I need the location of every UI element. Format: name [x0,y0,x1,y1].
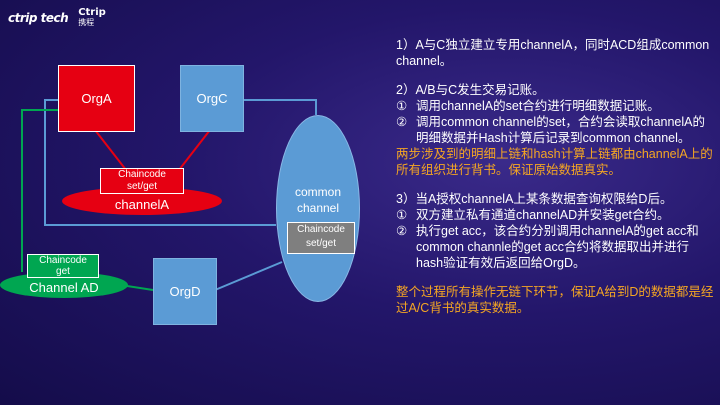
org-d-label: OrgD [169,284,201,299]
step1-text: 1）A与C独立建立专用channelA，同时ACD组成common channe… [396,38,710,68]
channel-ad-label: Channel AD [29,279,99,295]
channel-ad-ellipse: Channel AD [0,272,128,298]
common-channel-label: common channel [277,184,359,216]
common-channel-ellipse: common channel [276,115,360,302]
chaincode-common-line2: set/get [305,238,337,249]
chaincode-common-channel: Chaincode set/get [287,222,355,254]
step3-item1-number: ① [396,208,408,222]
step3-item1-text: 双方建立私有通道channelAD并安装get合约。 [416,208,670,222]
ctrip-logo-bottom: 携程 [78,18,95,27]
chaincode-channel-ad: Chaincode get [27,254,99,278]
chaincode-ad-line2: get [56,266,70,277]
step2-item1: ① 调用channelA的set合约进行明细数据记账。 [396,98,714,114]
ctrip-tech-logo: ctrip tech [8,11,69,25]
org-d-node: OrgD [153,258,217,325]
chaincode-a-line1: Chaincode [118,169,166,180]
org-a-node: OrgA [58,65,135,132]
step2-item1-text: 调用channelA的set合约进行明细数据记账。 [416,99,660,113]
line-orgd-channelad [126,285,154,291]
chaincode-common-line1: Chaincode [297,224,345,235]
step3-title: 3）当A授权channelA上某条数据查询权限给D后。 [396,192,673,206]
channel-a-label: channelA [114,196,170,212]
channel-a-ellipse: channelA [62,187,222,215]
org-c-node: OrgC [180,65,244,132]
step2-item2: ② 调用common channel的set，合约会读取channelA的明细数… [396,114,714,146]
step2-note: 两步涉及到的明细上链和hash计算上链都由channelA上的所有组织进行背书。… [396,147,713,177]
org-a-label: OrgA [81,91,112,106]
ctrip-logo: Ctrip 携程 [78,8,106,28]
explanation-panel: 1）A与C独立建立专用channelA，同时ACD组成common channe… [396,37,714,316]
step3-item2: ② 执行get acc，该合约分别调用channelA的get acc和comm… [396,223,714,271]
line-orga-common [44,99,276,226]
line-orgc-common [242,99,317,115]
step2-item2-number: ② [396,115,408,129]
common-channel-line2: channel [296,201,340,215]
step3-item2-text: 执行get acc，该合约分别调用channelA的get acc和common… [416,224,699,270]
common-channel-line1: common [294,185,341,199]
chaincode-channel-a: Chaincode set/get [100,168,184,194]
org-c-label: OrgC [196,91,228,106]
line-orga-channelad [21,109,58,272]
ctrip-logo-top: Ctrip [78,7,106,18]
step2-item2-text: 调用common channel的set，合约会读取channelA的明细数据并… [416,115,705,145]
logo-bar: ctrip tech Ctrip 携程 [8,8,106,28]
chaincode-ad-line1: Chaincode [39,255,87,266]
channel-diagram: OrgA OrgC OrgD channelA common channel C… [0,65,360,325]
conclusion-text: 整个过程所有操作无链下环节，保证A给到D的数据都是经过A/C背书的真实数据。 [396,285,714,315]
step3-item1: ① 双方建立私有通道channelAD并安装get合约。 [396,207,714,223]
chaincode-a-line2: set/get [126,181,158,192]
step2-title: 2）A/B与C发生交易记账。 [396,83,545,97]
step2-item1-number: ① [396,99,408,113]
line-orgd-common [214,261,283,291]
step3-item2-number: ② [396,224,408,238]
